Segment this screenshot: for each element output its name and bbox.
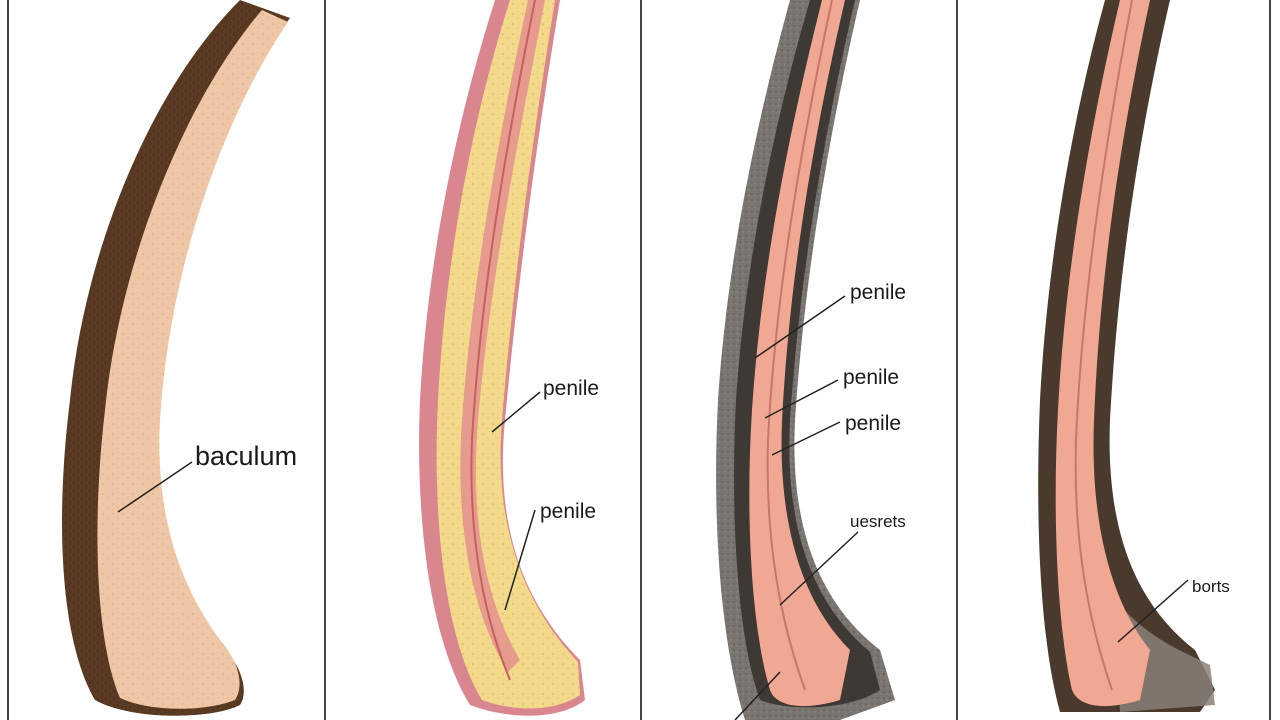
panel-1: baculum bbox=[62, 0, 297, 716]
panel-dividers bbox=[7, 0, 1271, 720]
core-line-4 bbox=[1074, 0, 1133, 691]
penile-leader-2 bbox=[504, 509, 536, 611]
penile-label-4: penile bbox=[843, 366, 899, 389]
uesrets-leader bbox=[779, 531, 859, 606]
inner-pink-tube bbox=[460, 0, 545, 672]
penile-label-1: penile bbox=[543, 377, 599, 400]
panel-4: borts bbox=[1038, 0, 1230, 712]
baculum-bone-dots bbox=[97, 10, 288, 709]
baculum-label: baculum bbox=[195, 441, 297, 471]
urethra-line bbox=[766, 0, 833, 691]
panel-2: penile penile bbox=[419, 0, 599, 716]
penile-label-5: penile bbox=[845, 412, 901, 435]
penile-leader-5 bbox=[771, 421, 841, 456]
penile-leader-3 bbox=[754, 295, 846, 359]
baculum-leader-line bbox=[117, 461, 193, 513]
penile-label-3: penile bbox=[850, 281, 906, 304]
borts-leader bbox=[1117, 579, 1189, 643]
bottom-leader-3 bbox=[734, 671, 781, 720]
penile-leader-4 bbox=[764, 379, 839, 419]
penile-label-2: penile bbox=[540, 500, 596, 523]
canal-line bbox=[470, 0, 536, 681]
panel-3: penile penile penile uesrets bbox=[716, 0, 906, 720]
uesrets-label: uesrets bbox=[850, 512, 906, 531]
penile-leader-1 bbox=[491, 391, 541, 433]
salmon-core bbox=[749, 0, 850, 707]
borts-label: borts bbox=[1192, 577, 1230, 596]
